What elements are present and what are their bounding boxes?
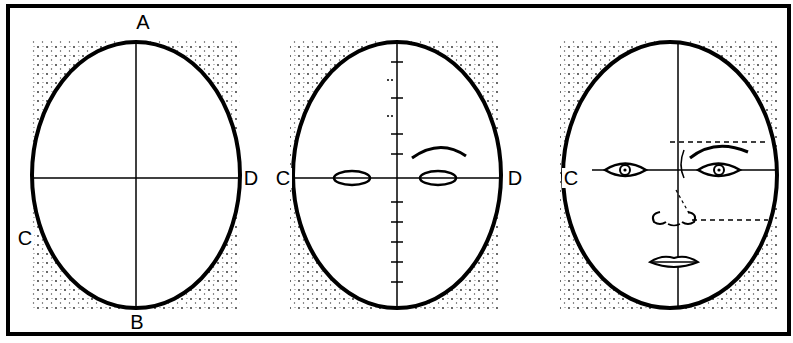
point-letter: B — [128, 312, 145, 332]
point-letter: C — [274, 168, 292, 188]
point-letter: D — [242, 168, 260, 188]
frame — [8, 6, 789, 334]
panel-one — [32, 40, 240, 310]
point-letter: C — [562, 168, 580, 188]
point-letter: D — [506, 168, 524, 188]
panel-two — [290, 40, 501, 310]
panel-three — [560, 40, 778, 310]
point-letter: C — [16, 228, 34, 248]
point-letter: A — [134, 12, 151, 32]
